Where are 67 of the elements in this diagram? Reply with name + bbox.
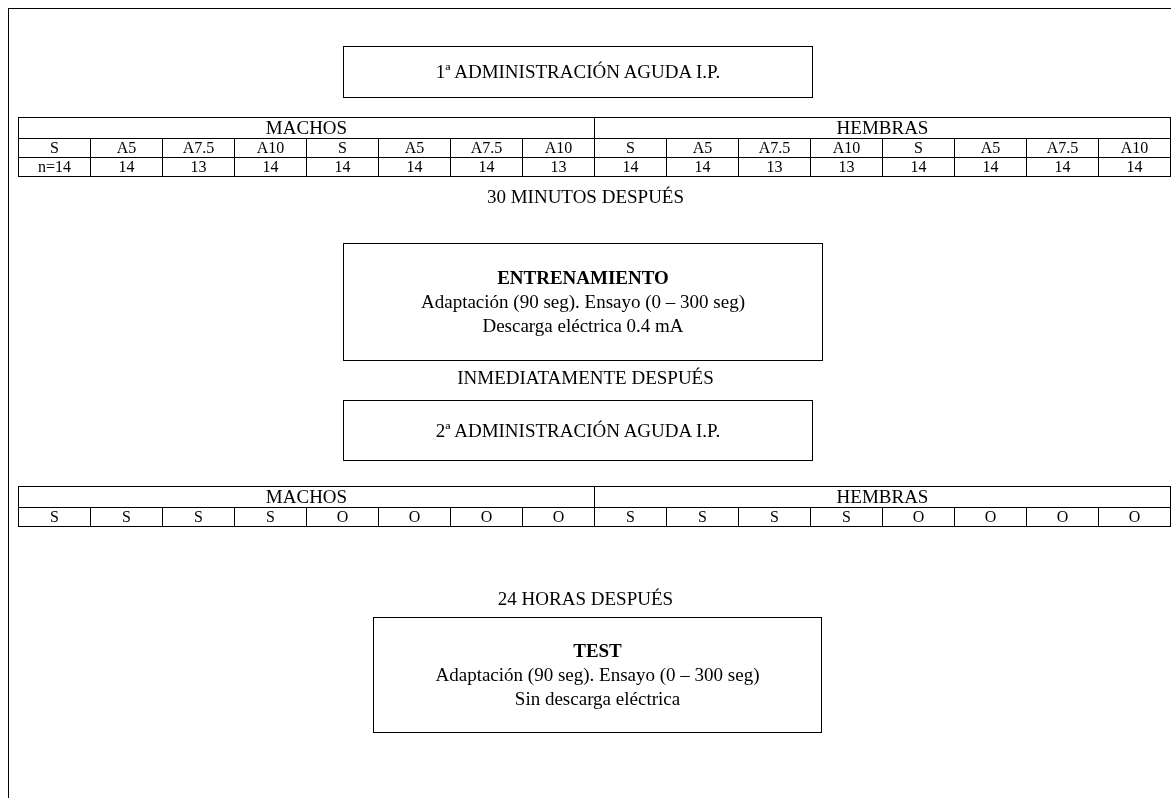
group-cell: O bbox=[954, 507, 1027, 527]
count-cell: 14 bbox=[666, 157, 739, 177]
group-cell: A5 bbox=[666, 138, 739, 158]
group-cell: S bbox=[306, 138, 379, 158]
group-cell: S bbox=[810, 507, 883, 527]
group-cell: O bbox=[450, 507, 523, 527]
count-cell: 14 bbox=[1098, 157, 1171, 177]
sex-header-cell: HEMBRAS bbox=[594, 486, 1171, 508]
group-cell: A5 bbox=[954, 138, 1027, 158]
count-cell: 14 bbox=[1026, 157, 1099, 177]
group-cell: O bbox=[522, 507, 595, 527]
group-cell: A7.5 bbox=[450, 138, 523, 158]
group-cell: S bbox=[666, 507, 739, 527]
step-box bbox=[373, 617, 822, 733]
timing-label: 24 HORAS DESPUÉS bbox=[497, 588, 674, 610]
count-cell: 14 bbox=[378, 157, 451, 177]
group-cell: A5 bbox=[90, 138, 163, 158]
count-cell: 13 bbox=[522, 157, 595, 177]
box-text: 2ª ADMINISTRACIÓN AGUDA I.P. bbox=[435, 418, 721, 443]
group-cell: S bbox=[594, 507, 667, 527]
administration-box bbox=[343, 400, 813, 461]
group-cell: O bbox=[882, 507, 955, 527]
count-cell: 14 bbox=[882, 157, 955, 177]
step-box bbox=[343, 243, 823, 361]
step-description: Descarga eléctrica 0.4 mA bbox=[482, 314, 684, 338]
group-cell: A7.5 bbox=[1026, 138, 1099, 158]
count-cell: 13 bbox=[162, 157, 235, 177]
count-cell: n=14 bbox=[18, 157, 91, 177]
step-heading: ENTRENAMIENTO bbox=[497, 266, 669, 290]
group-cell: S bbox=[18, 507, 91, 527]
group-cell: S bbox=[234, 507, 307, 527]
count-cell: 14 bbox=[306, 157, 379, 177]
group-cell: S bbox=[90, 507, 163, 527]
group-cell: A10 bbox=[1098, 138, 1171, 158]
step-description: Sin descarga eléctrica bbox=[514, 687, 681, 711]
timing-label: INMEDIATAMENTE DESPUÉS bbox=[457, 367, 714, 389]
group-cell: O bbox=[306, 507, 379, 527]
group-cell: S bbox=[18, 138, 91, 158]
sex-header-cell: MACHOS bbox=[18, 117, 595, 139]
count-cell: 14 bbox=[954, 157, 1027, 177]
group-cell: O bbox=[1098, 507, 1171, 527]
box-text: 1ª ADMINISTRACIÓN AGUDA I.P. bbox=[435, 60, 721, 84]
sex-header-cell: HEMBRAS bbox=[594, 117, 1171, 139]
group-cell: A5 bbox=[378, 138, 451, 158]
group-cell: A7.5 bbox=[162, 138, 235, 158]
step-description: Adaptación (90 seg). Ensayo (0 – 300 seg) bbox=[435, 663, 760, 687]
group-cell: O bbox=[1026, 507, 1099, 527]
group-cell: A7.5 bbox=[738, 138, 811, 158]
group-cell: S bbox=[738, 507, 811, 527]
group-cell: S bbox=[594, 138, 667, 158]
count-cell: 14 bbox=[90, 157, 163, 177]
group-cell: S bbox=[162, 507, 235, 527]
step-description: Adaptación (90 seg). Ensayo (0 – 300 seg) bbox=[421, 290, 745, 314]
count-cell: 14 bbox=[594, 157, 667, 177]
count-cell: 13 bbox=[738, 157, 811, 177]
step-heading: TEST bbox=[573, 639, 622, 663]
count-cell: 13 bbox=[810, 157, 883, 177]
sex-header-cell: MACHOS bbox=[18, 486, 595, 508]
group-cell: O bbox=[378, 507, 451, 527]
administration-box bbox=[343, 46, 813, 98]
group-cell: A10 bbox=[234, 138, 307, 158]
count-cell: 14 bbox=[234, 157, 307, 177]
timing-label: 30 MINUTOS DESPUÉS bbox=[486, 186, 685, 208]
group-cell: A10 bbox=[522, 138, 595, 158]
count-cell: 14 bbox=[450, 157, 523, 177]
group-cell: A10 bbox=[810, 138, 883, 158]
group-cell: S bbox=[882, 138, 955, 158]
